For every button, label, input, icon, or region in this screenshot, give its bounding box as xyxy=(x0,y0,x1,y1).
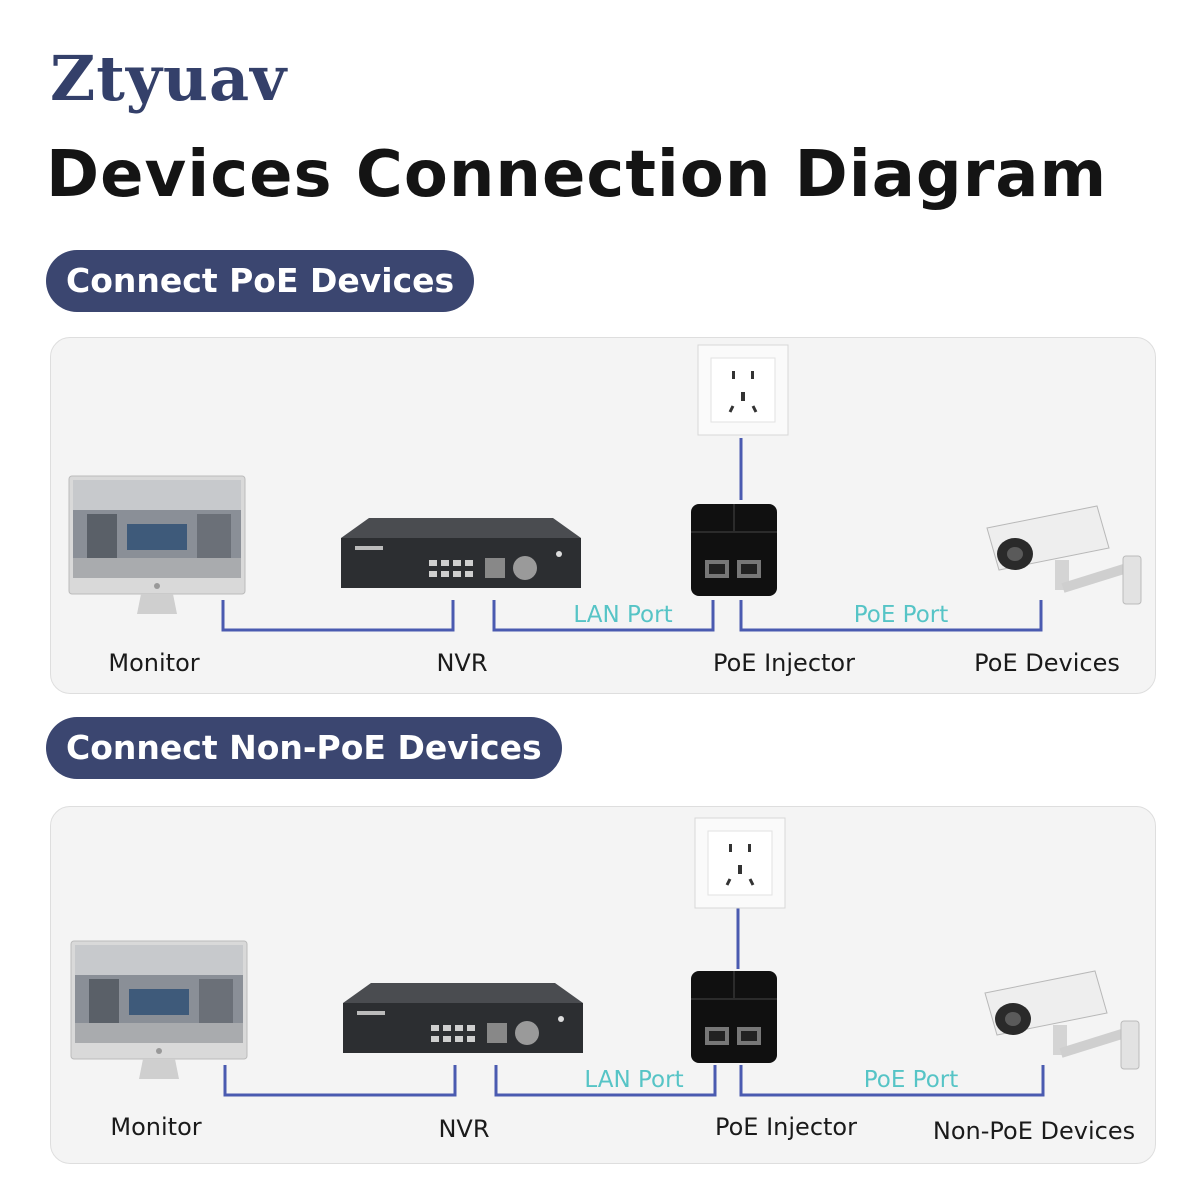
brand-logo: Ztyuav xyxy=(50,42,288,115)
camera-icon xyxy=(984,970,1140,1070)
poe-port-label: PoE Port xyxy=(863,1067,959,1093)
nvr-label: NVR xyxy=(436,649,488,677)
monitor-icon xyxy=(70,940,248,1079)
diagram-panel-non-poe: LAN Port PoE Port Monitor NVR PoE Inject… xyxy=(50,806,1156,1164)
nvr-label: NVR xyxy=(438,1115,490,1143)
poe-injector-icon xyxy=(691,504,777,596)
diagram-panel-poe: LAN Port PoE Port Monitor NVR PoE Inject… xyxy=(50,337,1156,694)
camera-icon xyxy=(986,505,1142,605)
monitor-icon xyxy=(68,475,246,614)
poe-port-label: PoE Port xyxy=(853,602,949,628)
lan-port-label: LAN Port xyxy=(584,1067,684,1093)
wall-socket-icon xyxy=(697,344,789,436)
poe-injector-icon xyxy=(691,971,777,1063)
injector-label: PoE Injector xyxy=(715,1113,857,1141)
wall-socket-icon xyxy=(694,817,786,909)
monitor-label: Monitor xyxy=(110,1113,202,1141)
section-heading-poe: Connect PoE Devices xyxy=(46,250,475,312)
nvr-icon xyxy=(343,983,583,1053)
page-title: Devices Connection Diagram xyxy=(46,138,1108,212)
monitor-label: Monitor xyxy=(108,649,200,677)
section-heading-non-poe: Connect Non-PoE Devices xyxy=(46,717,562,779)
cable-lines xyxy=(223,907,1045,1097)
lan-port-label: LAN Port xyxy=(573,602,673,628)
device-label: PoE Devices xyxy=(974,649,1120,677)
device-label: Non-PoE Devices xyxy=(932,1117,1136,1145)
cable-lines xyxy=(221,438,1043,632)
injector-label: PoE Injector xyxy=(713,649,855,677)
nvr-icon xyxy=(341,518,581,588)
